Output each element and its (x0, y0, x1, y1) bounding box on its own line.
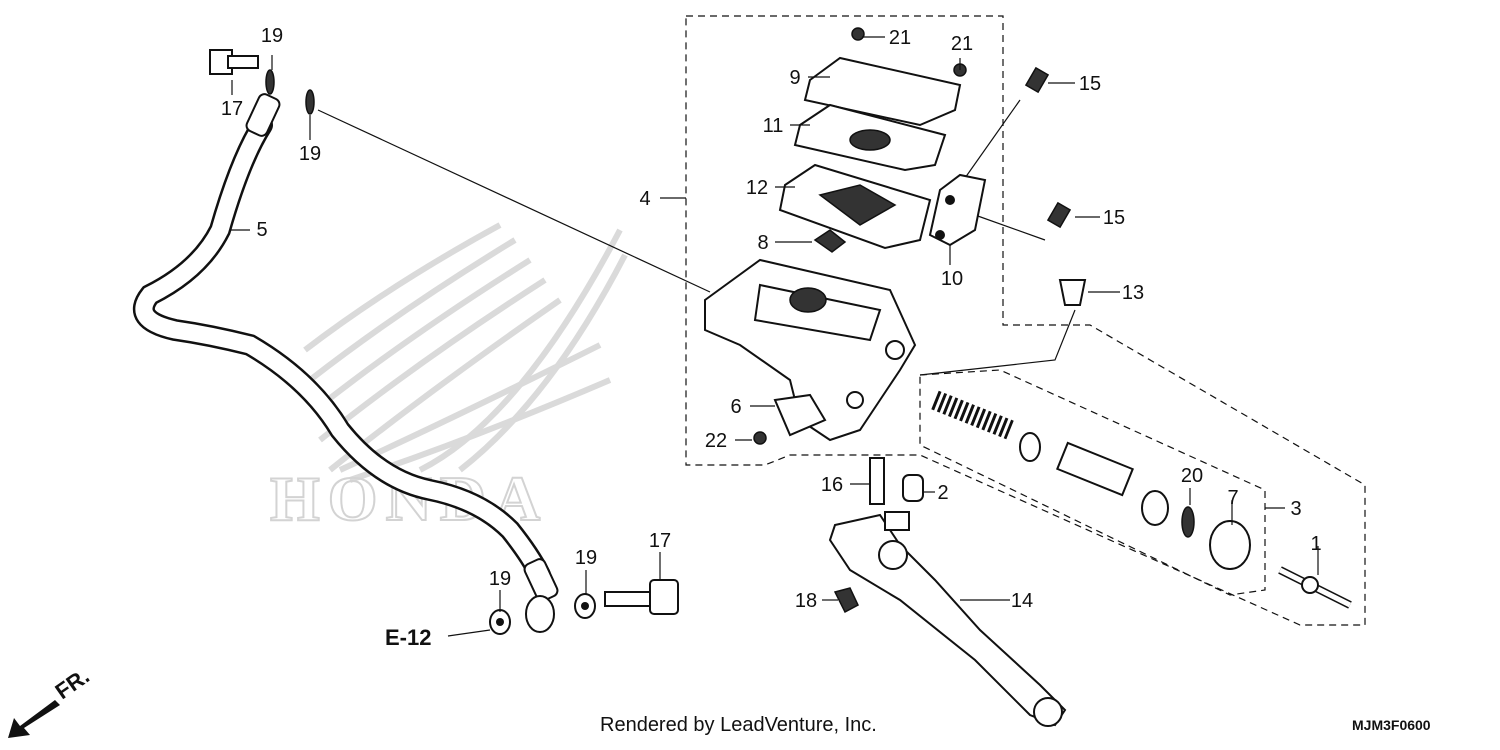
callout-19: 19 (489, 568, 511, 590)
callout-9: 9 (789, 67, 800, 89)
switch-6 (753, 393, 827, 445)
callout-11: 11 (763, 115, 784, 137)
callout-4: 4 (639, 188, 650, 210)
callout-6: 6 (730, 396, 741, 418)
banjo-bolt-bottom (604, 579, 679, 615)
pivot-cap-13 (1058, 279, 1087, 306)
callout-18: 18 (795, 590, 817, 612)
adjuster-16 (869, 457, 885, 505)
callout-13: 13 (1122, 282, 1144, 304)
rendered-by-credit: Rendered by LeadVenture, Inc. (600, 714, 877, 736)
callout-16: 16 (821, 474, 843, 496)
clutch-hose (132, 93, 559, 602)
callout-21: 21 (951, 33, 973, 55)
front-direction-label: FR. (51, 663, 94, 704)
callout-labels: 19 17 19 5 21 21 9 11 12 8 4 15 15 10 13… (221, 25, 1322, 612)
callout-2: 2 (937, 482, 948, 504)
callout-1: 1 (1310, 533, 1321, 555)
callout-14: 14 (1011, 590, 1033, 612)
callout-20: 20 (1181, 465, 1203, 487)
callout-5: 5 (256, 219, 267, 241)
diaphragm (778, 163, 932, 250)
callout-8: 8 (757, 232, 768, 254)
callout-22: 22 (705, 430, 727, 452)
reference-label: E-12 (385, 625, 431, 650)
master-cylinder-body (704, 258, 917, 442)
bolts-15 (1024, 66, 1072, 229)
callout-15: 15 (1103, 207, 1125, 229)
callout-10: 10 (941, 268, 963, 290)
sealing-washers-bottom (489, 593, 596, 635)
callout-17: 17 (649, 530, 671, 552)
clutch-lever (828, 511, 1067, 727)
spring-2 (902, 474, 924, 502)
callout-15: 15 (1079, 73, 1101, 95)
callout-19: 19 (575, 547, 597, 569)
sealing-washers-top (265, 69, 315, 115)
callout-7: 7 (1227, 487, 1238, 509)
assembly-3-outline (919, 369, 1266, 596)
callout-21: 21 (889, 27, 911, 49)
callout-3: 3 (1290, 498, 1301, 520)
piston-set (931, 390, 1251, 570)
diagram-code: MJM3F0600 (1352, 717, 1431, 733)
callout-19: 19 (299, 143, 321, 165)
callout-19: 19 (261, 25, 283, 47)
callout-17: 17 (221, 98, 243, 120)
nut-18 (833, 587, 859, 614)
callout-12: 12 (746, 177, 768, 199)
banjo-bolt-top (209, 49, 259, 75)
front-direction-arrow: FR. (8, 663, 94, 738)
cap-plate (793, 103, 947, 172)
assembly-4-outline (685, 15, 1366, 626)
plate-clip (813, 229, 847, 253)
holder-bracket (928, 173, 987, 247)
pivot-bolt-1 (1278, 566, 1352, 609)
